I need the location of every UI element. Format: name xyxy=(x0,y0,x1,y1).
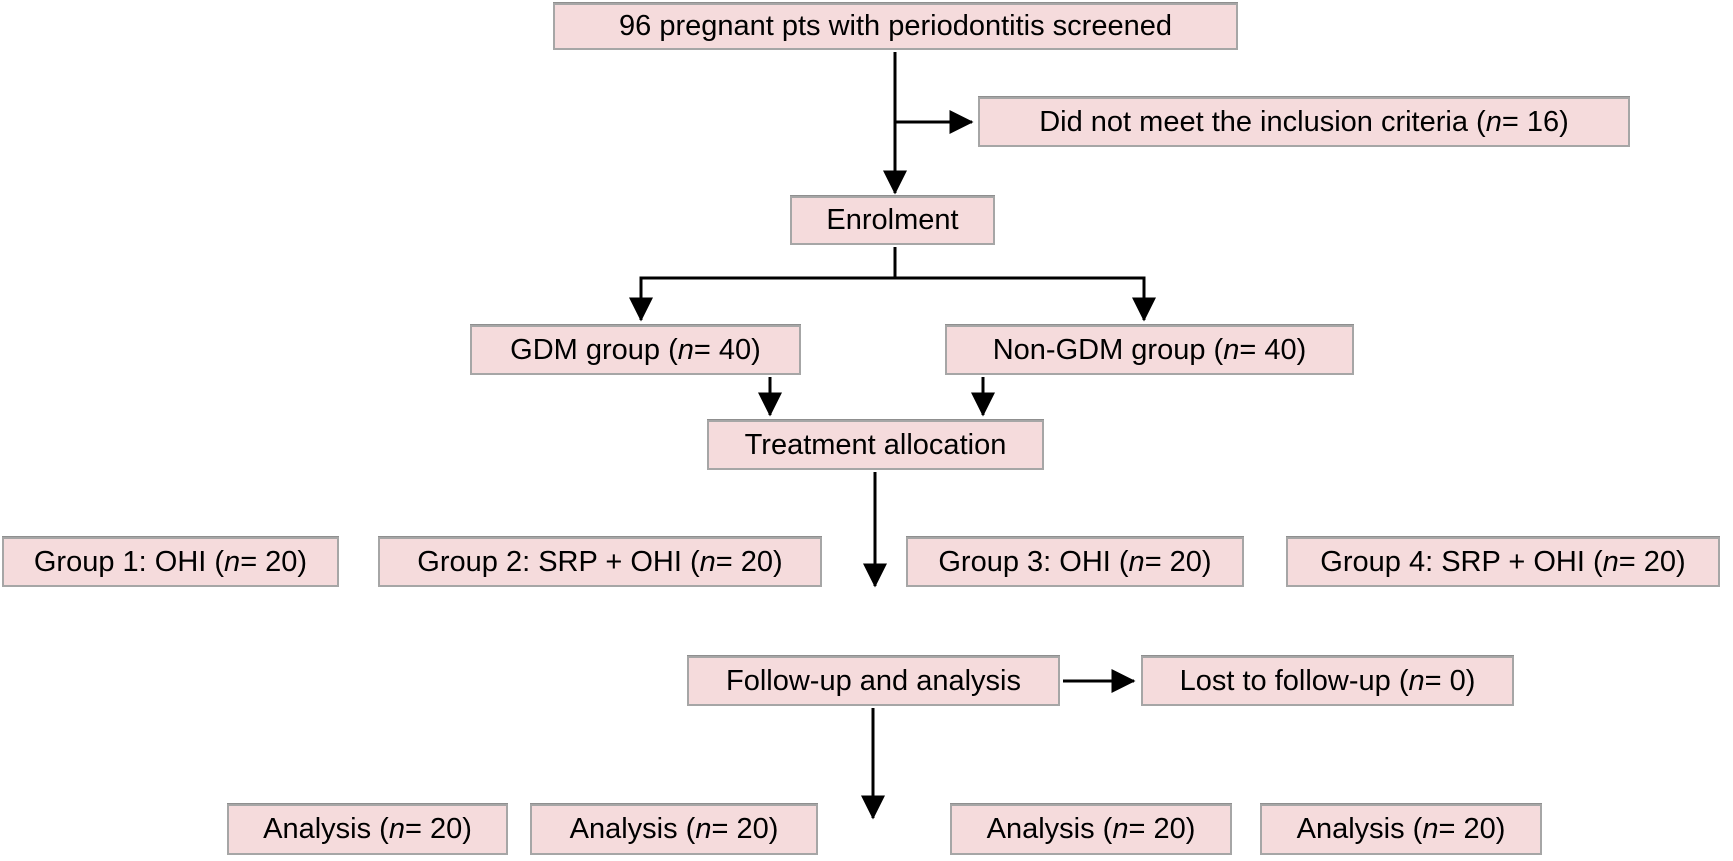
node-group1-italic-n: n xyxy=(224,545,241,578)
node-analysis2-label-suffix: = 20) xyxy=(711,813,779,845)
node-excluded-label-suffix: = 16) xyxy=(1501,105,1569,138)
node-analysis1-label: Analysis ( xyxy=(263,813,389,845)
node-analysis4-label-suffix: = 20) xyxy=(1438,813,1506,845)
node-group2-label-suffix: = 20) xyxy=(715,545,783,578)
node-gdm-label: GDM group ( xyxy=(510,333,678,366)
node-excluded-italic-n: n xyxy=(1485,105,1502,138)
node-enrolment-label: Enrolment xyxy=(826,204,959,236)
node-analysis2: Analysis (n = 20) xyxy=(530,804,818,855)
node-analysis1-italic-n: n xyxy=(388,813,405,845)
node-treatment-allocation: Treatment allocation xyxy=(707,420,1044,470)
node-group3-italic-n: n xyxy=(1128,545,1145,578)
node-gdm-label-suffix: = 40) xyxy=(693,333,761,366)
node-gdm-italic-n: n xyxy=(677,333,694,366)
node-analysis3: Analysis (n = 20) xyxy=(950,804,1232,855)
node-group2-label: Group 2: SRP + OHI ( xyxy=(417,545,700,578)
node-lost-label: Lost to follow-up ( xyxy=(1179,664,1409,697)
node-analysis2-italic-n: n xyxy=(695,813,712,845)
node-group2: Group 2: SRP + OHI (n = 20) xyxy=(378,537,822,587)
node-group4-italic-n: n xyxy=(1602,545,1619,578)
node-group4-label: Group 4: SRP + OHI ( xyxy=(1320,545,1603,578)
node-non-gdm-group: Non-GDM group (n = 40) xyxy=(945,325,1354,375)
node-group4: Group 4: SRP + OHI (n = 20) xyxy=(1286,537,1720,587)
node-group1-label-suffix: = 20) xyxy=(240,545,308,578)
node-followup-analysis: Follow-up and analysis xyxy=(687,656,1060,706)
node-nongdm-label-suffix: = 40) xyxy=(1239,333,1307,366)
node-analysis3-label: Analysis ( xyxy=(986,813,1113,845)
node-nongdm-label: Non-GDM group ( xyxy=(992,333,1224,366)
node-excluded: Did not meet the inclusion criteria (n =… xyxy=(978,97,1630,147)
node-enrolment: Enrolment xyxy=(790,196,995,245)
node-analysis1: Analysis (n = 20) xyxy=(227,804,508,855)
node-screened: 96 pregnant pts with periodontitis scree… xyxy=(553,3,1238,50)
node-lost-to-followup: Lost to follow-up (n = 0) xyxy=(1141,656,1514,706)
node-analysis4-label: Analysis ( xyxy=(1296,813,1423,845)
node-followup-label: Follow-up and analysis xyxy=(726,664,1021,697)
node-allocation-label: Treatment allocation xyxy=(744,428,1007,461)
node-group3: Group 3: OHI (n = 20) xyxy=(906,537,1244,587)
node-screened-label: 96 pregnant pts with periodontitis scree… xyxy=(619,10,1172,42)
node-analysis4-italic-n: n xyxy=(1422,813,1439,845)
node-excluded-label: Did not meet the inclusion criteria ( xyxy=(1039,105,1486,138)
node-group4-label-suffix: = 20) xyxy=(1618,545,1686,578)
node-lost-label-suffix: = 0) xyxy=(1424,664,1476,697)
node-group1-label: Group 1: OHI ( xyxy=(33,545,225,578)
node-group3-label-suffix: = 20) xyxy=(1144,545,1212,578)
node-analysis3-label-suffix: = 20) xyxy=(1128,813,1196,845)
node-nongdm-italic-n: n xyxy=(1223,333,1240,366)
node-analysis1-label-suffix: = 20) xyxy=(404,813,472,845)
node-analysis2-label: Analysis ( xyxy=(569,813,696,845)
node-analysis3-italic-n: n xyxy=(1112,813,1129,845)
node-analysis4: Analysis (n = 20) xyxy=(1260,804,1542,855)
node-group2-italic-n: n xyxy=(699,545,716,578)
node-lost-italic-n: n xyxy=(1408,664,1425,697)
node-group3-label: Group 3: OHI ( xyxy=(938,545,1129,578)
node-group1: Group 1: OHI (n = 20) xyxy=(2,537,339,587)
node-gdm-group: GDM group (n = 40) xyxy=(470,325,801,375)
